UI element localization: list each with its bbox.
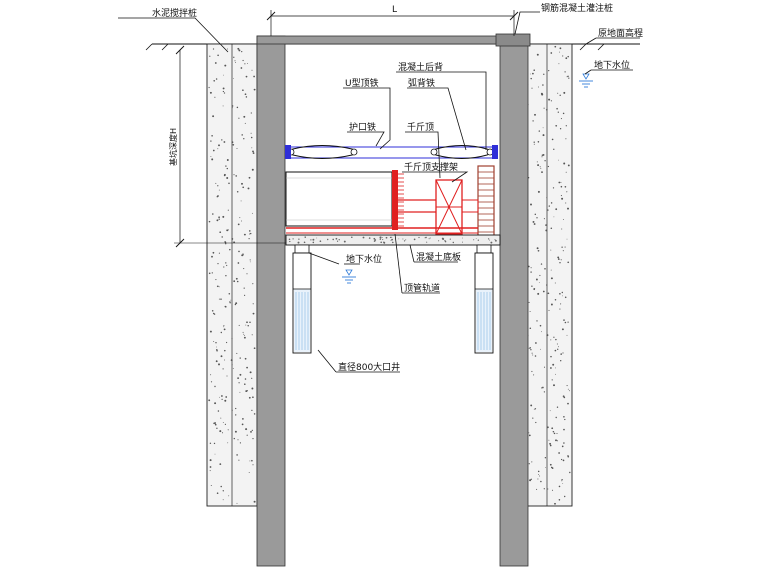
bored-pile-right xyxy=(499,35,529,567)
groundwater-symbol-right xyxy=(579,73,593,88)
pipe-track xyxy=(286,227,478,234)
label-jack-frame: 千斤顶支撑架 xyxy=(404,161,458,173)
label-jack: 千斤顶 xyxy=(407,122,434,133)
dimension-H xyxy=(174,45,290,248)
collar-iron xyxy=(392,170,404,230)
jacked-pipe xyxy=(285,171,393,227)
label-groundwater-mid: 地下水位 xyxy=(346,253,382,265)
label-well: 直径800大口井 xyxy=(338,361,400,373)
label-ground-elev: 原地面高程 xyxy=(598,27,643,39)
label-rc-pile: 钢筋混凝土灌注桩 xyxy=(541,2,613,14)
jacking-beam xyxy=(285,145,498,159)
cap-beam xyxy=(256,35,529,45)
cement-pile-left xyxy=(206,43,258,507)
dimension-L xyxy=(266,10,519,36)
label-rc-backwall: 混凝土后背 xyxy=(398,61,443,73)
label-rc-base: 混凝土底板 xyxy=(416,251,461,263)
well-left xyxy=(292,244,312,354)
label-u-jack: U型顶铁 xyxy=(345,77,379,89)
pile-cap-right xyxy=(495,33,531,47)
rc-base-slab xyxy=(285,234,501,246)
jack-support-frame xyxy=(398,179,479,235)
groundwater-symbol-mid xyxy=(342,269,356,284)
leader-lines xyxy=(118,11,640,373)
label-collar-iron: 护口铁 xyxy=(349,121,376,133)
rc-backwall xyxy=(477,165,495,237)
label-arc-iron: 弧背铁 xyxy=(408,77,435,89)
dim-L-label: L xyxy=(392,5,397,15)
well-right xyxy=(474,244,494,354)
bored-pile-left xyxy=(256,35,286,567)
depth-H-label: 基坑深度H xyxy=(168,128,178,166)
label-groundwater-right: 地下水位 xyxy=(594,59,630,71)
label-pipe-track: 顶管轨道 xyxy=(404,282,440,294)
label-cement-pile: 水泥搅拌桩 xyxy=(152,7,197,19)
cement-pile-right xyxy=(521,43,573,507)
